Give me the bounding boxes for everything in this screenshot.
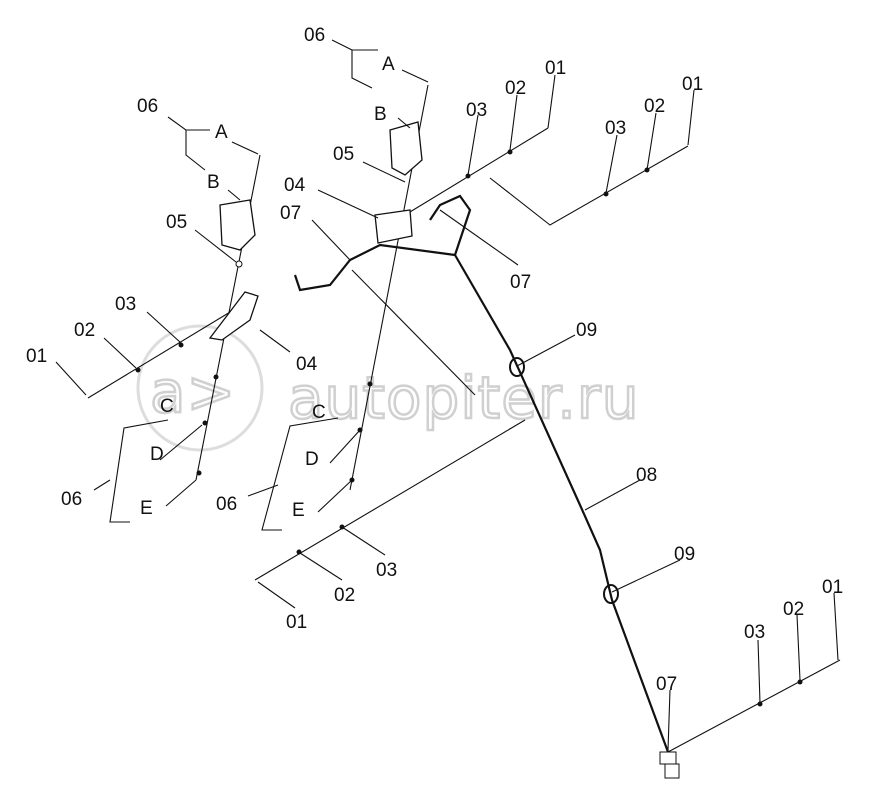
mid-label-02-right: 02 (783, 599, 804, 620)
upper-rods (404, 127, 689, 226)
mid-label-01-a: 01 (545, 58, 566, 79)
left-label-E: E (140, 498, 153, 519)
mid-label-06-bottom: 06 (216, 494, 237, 515)
mid-label-D: D (305, 449, 319, 470)
mid-label-01-b: 01 (682, 74, 703, 95)
clip-09-upper (509, 357, 525, 377)
hose-08 (293, 194, 670, 753)
clip-09-lower (603, 584, 619, 604)
mid-label-05: 05 (333, 144, 354, 165)
mid-label-B: B (374, 104, 387, 125)
mid-label-07-left: 07 (280, 203, 301, 224)
mid-label-A: A (382, 54, 395, 75)
left-clamp-block (219, 199, 256, 251)
left-bracket (208, 291, 259, 341)
mid-label-C: C (312, 402, 326, 423)
mid-label-09-lower: 09 (674, 544, 695, 565)
connection-point (202, 420, 208, 426)
left-label-02: 02 (74, 320, 95, 341)
mid-label-04: 04 (284, 175, 306, 196)
middle-assembly: 06 A B 05 04 07 03 02 01 03 02 01 07 09 … (216, 25, 843, 779)
left-label-04: 04 (296, 354, 318, 375)
mid-label-08: 08 (636, 465, 657, 486)
connection-point (465, 173, 471, 179)
mid-label-02-lower: 02 (334, 585, 355, 606)
mid-label-03-a: 03 (466, 100, 487, 121)
left-label-06-top: 06 (137, 96, 158, 117)
leader-line (664, 763, 680, 779)
connection-point (797, 679, 803, 685)
connection-point (213, 374, 219, 380)
mid-label-01-right: 01 (822, 577, 843, 598)
left-label-B: B (207, 172, 220, 193)
left-label-A: A (215, 122, 228, 143)
mid-label-09-upper: 09 (576, 320, 597, 341)
bottom-right-rod (667, 659, 841, 753)
mid-label-03-lower: 03 (376, 560, 397, 581)
left-label-01: 01 (26, 346, 47, 367)
leader-line (55, 116, 291, 523)
connection-point (135, 367, 141, 373)
watermark: a> autopiter.ru (136, 324, 640, 452)
watermark-text: autopiter.ru (288, 364, 639, 432)
connection-point (235, 260, 243, 268)
mid-label-07-right: 07 (510, 272, 531, 293)
mid-label-03-right: 03 (744, 622, 765, 643)
watermark-logo-icon (136, 324, 264, 452)
leader-line (247, 39, 839, 751)
mid-label-01-lower: 01 (286, 612, 307, 633)
connection-point (603, 191, 609, 197)
connection-point (178, 342, 184, 348)
left-label-05: 05 (166, 212, 187, 233)
fitting-07-bottom (659, 751, 677, 765)
mid-label-07-bottom: 07 (656, 674, 677, 695)
connection-point (367, 381, 373, 387)
mid-label-02-a: 02 (505, 78, 526, 99)
middle-clamp-block (389, 121, 423, 176)
mid-label-03-b: 03 (605, 118, 626, 139)
left-label-D: D (150, 444, 164, 465)
watermark-logo-text: a> (150, 358, 236, 426)
left-label-06-bottom: 06 (61, 489, 82, 510)
left-label-C: C (160, 396, 174, 417)
left-assembly: 06 A B 05 03 02 01 04 C D 06 E (26, 96, 318, 523)
connection-point (196, 470, 202, 476)
left-horizontal-rod (87, 299, 251, 399)
left-label-03: 03 (115, 294, 136, 315)
mid-label-E: E (292, 500, 305, 521)
connection-point (757, 701, 763, 707)
mid-label-02-b: 02 (644, 96, 665, 117)
mid-label-06-top: 06 (304, 25, 325, 46)
middle-bracket (374, 209, 413, 244)
diagonal-rod (351, 269, 476, 396)
connection-point (507, 149, 513, 155)
